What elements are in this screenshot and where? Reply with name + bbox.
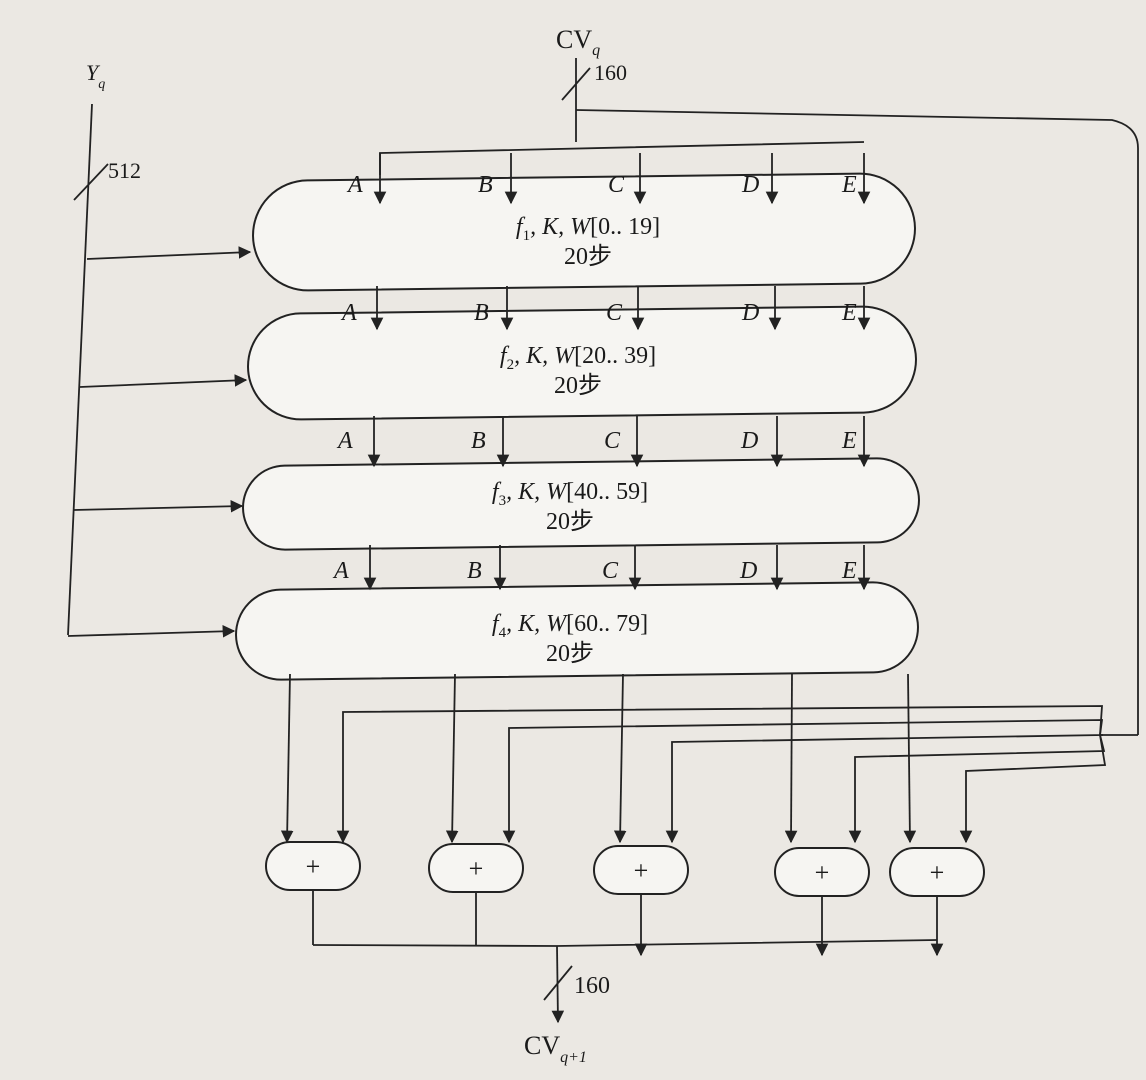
- adder-symbol: +: [815, 858, 830, 887]
- message-inputs: [67, 246, 252, 638]
- register-label: A: [346, 172, 363, 198]
- register-label: A: [336, 428, 353, 454]
- round-box-2: f2, K, W[20.. 39]20步: [247, 305, 917, 421]
- round-outputs: [280, 673, 917, 844]
- adder-symbol: +: [634, 856, 649, 885]
- message-input-arrow: [79, 374, 248, 388]
- cv-bus-width: 160: [594, 60, 627, 85]
- register-label: A: [332, 558, 349, 584]
- feedforward-taps: [336, 705, 1138, 844]
- y-input-label: Yq: [86, 60, 105, 92]
- round-function-label: f2, K, W[20.. 39]: [500, 343, 656, 373]
- message-input-arrow: [67, 625, 236, 638]
- input-distribution-bus: [379, 141, 865, 175]
- message-input-arrow: [86, 246, 252, 260]
- register-label: C: [602, 558, 619, 584]
- round-steps-label: 20步: [546, 640, 594, 667]
- output-collection: [312, 890, 944, 1024]
- round-steps-label: 20步: [554, 372, 602, 399]
- round-function-label: f4, K, W[60.. 79]: [492, 611, 648, 641]
- register-label: E: [841, 428, 857, 454]
- register-label: B: [471, 428, 486, 454]
- adder-symbol: +: [469, 854, 484, 883]
- register-label: D: [740, 428, 758, 454]
- adder-2: +: [428, 843, 524, 893]
- cv-input-label: CVq: [556, 25, 600, 59]
- message-schedule-line: [67, 103, 93, 636]
- register-label: E: [841, 558, 857, 584]
- feedforward-line: [575, 109, 1139, 735]
- output-bus-width: 160: [574, 973, 610, 999]
- adder-1: +: [265, 841, 361, 891]
- register-label: D: [739, 558, 757, 584]
- register-label: D: [741, 172, 759, 198]
- cv-bus-slash: [561, 67, 591, 101]
- adder-4: +: [774, 847, 870, 897]
- register-labels: A B C D E A B C D E A B C D E A B C D E: [332, 172, 857, 584]
- adder-5: +: [889, 847, 985, 897]
- register-label: B: [478, 172, 493, 198]
- adders: + + + + +: [265, 841, 985, 897]
- chaining-arrows: [363, 153, 871, 591]
- register-label: C: [608, 172, 625, 198]
- round-box-3: f3, K, W[40.. 59]20步: [242, 457, 920, 551]
- register-label: E: [841, 300, 857, 326]
- round-box-4: f4, K, W[60.. 79]20步: [235, 581, 919, 681]
- cv-output-label: CVq+1: [524, 1031, 587, 1066]
- register-label: E: [841, 172, 857, 198]
- register-label: C: [606, 300, 623, 326]
- adder-symbol: +: [930, 858, 945, 887]
- register-label: B: [474, 300, 489, 326]
- y-bus-slash: [73, 163, 109, 201]
- register-label: C: [604, 428, 621, 454]
- register-label: A: [340, 300, 357, 326]
- register-label: D: [741, 300, 759, 326]
- round-function-label: f1, K, W[0.. 19]: [516, 214, 660, 244]
- register-label: B: [467, 558, 482, 584]
- adder-symbol: +: [306, 852, 321, 881]
- round-steps-label: 20步: [546, 508, 594, 535]
- round-function-label: f3, K, W[40.. 59]: [492, 479, 648, 509]
- round-box-1: f1, K, W[0.. 19]20步: [252, 172, 916, 292]
- adder-3: +: [593, 845, 689, 895]
- message-input-arrow: [73, 499, 244, 513]
- y-bus-width: 512: [108, 158, 141, 183]
- round-steps-label: 20步: [564, 243, 612, 270]
